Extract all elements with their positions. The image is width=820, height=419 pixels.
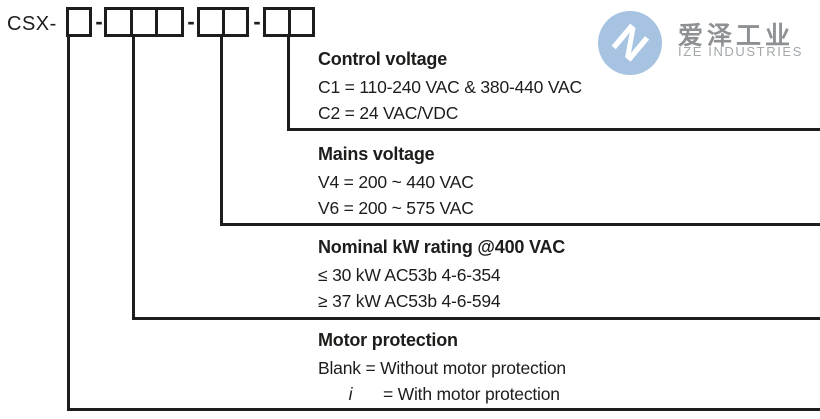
section-title: Control voltage	[318, 49, 448, 69]
section-title: Mains voltage	[318, 144, 435, 164]
option-code-italic-i: i	[348, 383, 353, 404]
code-cell	[266, 10, 288, 34]
section-underline-control-voltage	[287, 128, 820, 131]
option-line: ≤ 30 kW AC53b 4-6-354	[318, 265, 501, 285]
section-title: Nominal kW rating @400 VAC	[318, 237, 566, 257]
option-line: Blank = Without motor protection	[318, 358, 566, 378]
section-motor-protection: Motor protection Blank = Without motor p…	[318, 329, 566, 407]
code-cell	[129, 10, 156, 34]
ize-logo: N 爱泽工业 IZE INDUSTRIES	[598, 11, 813, 75]
code-cell	[221, 10, 247, 34]
section-title: Motor protection	[318, 330, 458, 350]
option-line: C1 = 110-240 VAC & 380-440 VAC	[318, 77, 582, 97]
connector-vertical-control-voltage	[287, 36, 290, 131]
section-underline-kw-rating	[132, 317, 820, 320]
option-line: ≥ 37 kW AC53b 4-6-594	[318, 290, 501, 311]
code-cell	[155, 10, 181, 34]
code-cell	[107, 10, 130, 34]
model-prefix: CSX-	[7, 13, 57, 35]
ize-logo-icon: N	[598, 11, 662, 75]
option-label: = With motor protection	[383, 383, 560, 404]
code-cell	[200, 10, 222, 34]
option-line: V4 = 200 ~ 440 VAC	[318, 172, 474, 192]
section-kw-rating: Nominal kW rating @400 VAC ≤ 30 kW AC53b…	[318, 236, 565, 314]
section-control-voltage: Control voltage C1 = 110-240 VAC & 380-4…	[318, 48, 582, 126]
separator-dash: -	[187, 9, 195, 34]
section-underline-motor-protection	[67, 408, 820, 411]
option-line: C2 = 24 VAC/VDC	[318, 102, 459, 123]
code-box-mains-voltage	[197, 7, 249, 37]
connector-vertical-mains-voltage	[220, 36, 223, 226]
code-cell	[287, 10, 313, 34]
logo-name-en: IZE INDUSTRIES	[678, 44, 803, 59]
connector-vertical-kw-rating	[132, 36, 135, 320]
separator-dash: -	[253, 9, 261, 34]
logo-name-cn: 爱泽工业	[678, 22, 795, 50]
section-underline-mains-voltage	[220, 223, 820, 226]
logo-letter: N	[603, 14, 658, 71]
code-box-motor-protection	[66, 7, 92, 37]
section-mains-voltage: Mains voltage V4 = 200 ~ 440 VAC V6 = 20…	[318, 143, 474, 221]
connector-vertical-motor-protection	[67, 36, 70, 411]
code-cell	[69, 10, 89, 34]
code-box-kw-rating	[104, 7, 184, 37]
code-box-control-voltage	[263, 7, 315, 37]
separator-dash: -	[95, 9, 103, 34]
option-line: V6 = 200 ~ 575 VAC	[318, 197, 474, 218]
option-line: i = With motor protection	[318, 382, 566, 408]
